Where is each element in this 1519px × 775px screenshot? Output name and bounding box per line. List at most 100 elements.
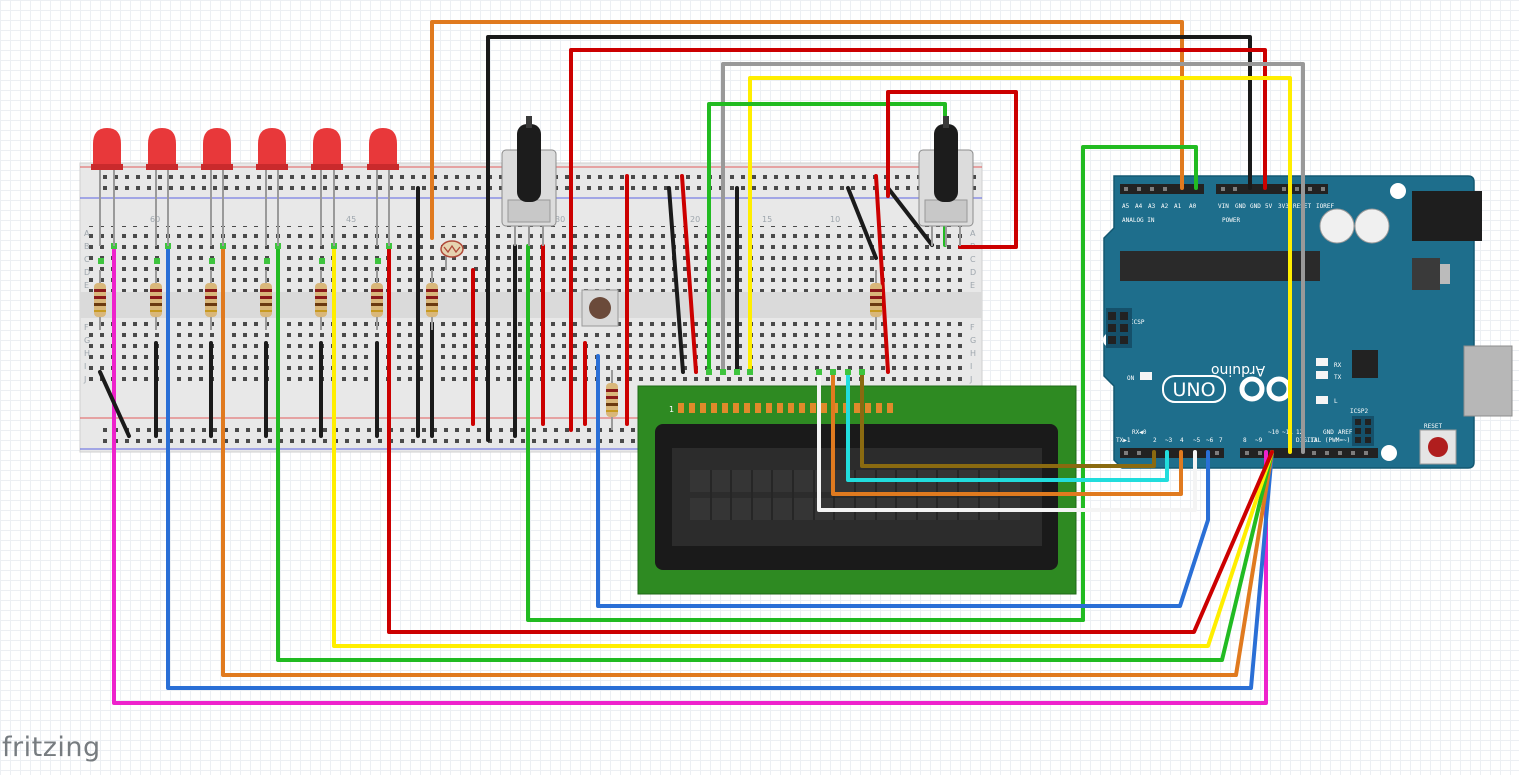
pin-label-gnd-digital: GND <box>1323 429 1334 436</box>
pin-label-d6: ~6 <box>1206 437 1214 444</box>
resistors <box>94 270 882 430</box>
pin-label-a3: A3 <box>1148 203 1156 210</box>
push-button[interactable] <box>581 289 619 327</box>
pin-label-3v3: 3V3 <box>1278 203 1289 210</box>
on-label: ON <box>1127 375 1135 382</box>
jumper-black-13 <box>886 186 934 247</box>
wire-blue-button <box>596 354 1210 608</box>
row-label-e: E <box>84 281 89 290</box>
pin-label-d10: ~10 <box>1268 429 1279 436</box>
icsp2-label: ICSP2 <box>1350 408 1368 415</box>
row-label-right-j: J <box>969 375 972 384</box>
col-label-15: 15 <box>762 215 772 224</box>
jumper-black-1 <box>98 370 131 438</box>
resistor-6 <box>371 270 383 330</box>
pin-label-gnd-2: GND <box>1250 203 1261 210</box>
row-label-right-d: D <box>970 268 976 277</box>
uno-logo: UNO <box>1172 379 1215 401</box>
row-label-h: H <box>84 349 90 358</box>
reset-button[interactable] <box>1428 437 1448 457</box>
resistor-9 <box>606 370 618 430</box>
row-label-a: A <box>84 229 90 238</box>
wire-cyan-d3 <box>846 370 1169 482</box>
col-label-45: 45 <box>346 215 356 224</box>
wire-green-a0 <box>1081 145 1198 622</box>
wire-orange-ldr-a1 <box>430 20 1184 240</box>
analog-in-label: ANALOG IN <box>1122 217 1155 224</box>
resistor-7 <box>426 270 438 330</box>
row-label-right-h: H <box>970 349 976 358</box>
capacitor-1 <box>1319 208 1355 244</box>
pin-label-d3: ~3 <box>1165 437 1173 444</box>
wire-red-pot2 <box>886 90 1018 249</box>
arduino-uno-board: ANALOG IN POWER DIGITAL (PWM=~) ICSP ICS… <box>1103 175 1513 469</box>
pin-label-a5: A5 <box>1122 203 1130 210</box>
usb-connector <box>1463 345 1513 417</box>
pin-label-rx: RX◀0 <box>1132 429 1147 436</box>
pin-label-5v: 5V <box>1265 203 1273 210</box>
led-5 <box>311 128 343 246</box>
row-label-i: I <box>84 362 86 371</box>
pin-label-d13: 13 <box>1310 437 1318 444</box>
wire-black-gnd <box>486 35 1252 442</box>
row-label-right-c: C <box>970 255 976 264</box>
row-label-right-e: E <box>970 281 975 290</box>
pin-label-d2: 2 <box>1153 437 1157 444</box>
resistor-2 <box>150 270 162 330</box>
pin-label-d8: 8 <box>1243 437 1247 444</box>
row-label-b: B <box>84 242 90 251</box>
jumper-black-10 <box>667 186 685 374</box>
col-label-10: 10 <box>830 215 840 224</box>
row-label-j: J <box>83 375 86 384</box>
led-2 <box>146 128 178 246</box>
wire-white-d5 <box>817 370 1197 512</box>
led-3 <box>201 128 233 246</box>
row-label-right-i: I <box>970 362 972 371</box>
wire-red-5v <box>569 48 1267 432</box>
wire-orange-led3 <box>221 244 1274 677</box>
pin-label-a4: A4 <box>1135 203 1143 210</box>
pin-label-ioref: IOREF <box>1316 203 1334 210</box>
resistor-3 <box>205 270 217 330</box>
pin-label-d5: ~5 <box>1193 437 1201 444</box>
col-label-20: 20 <box>690 215 700 224</box>
led-1 <box>91 128 123 246</box>
lcd-pin1-label: 1 <box>669 405 674 414</box>
wire-green-pot1 <box>526 244 1085 622</box>
jumper-black-12 <box>846 186 878 260</box>
tx-label: TX <box>1334 374 1342 381</box>
pin-label-d12: 12 <box>1296 429 1304 436</box>
pin-label-a2: A2 <box>1161 203 1169 210</box>
resistor-4 <box>260 270 272 330</box>
pin-label-d4: 4 <box>1180 437 1184 444</box>
pin-label-d7: 7 <box>1219 437 1223 444</box>
resistor-5 <box>315 270 327 330</box>
row-label-right-f: F <box>970 323 975 332</box>
uno-logo-frame <box>1162 375 1226 403</box>
wire-gray-d12 <box>721 62 1305 454</box>
led-6 <box>367 128 399 246</box>
pin-label-vin: VIN <box>1218 203 1229 210</box>
row-label-d: D <box>84 268 90 277</box>
col-label-30: 30 <box>555 215 565 224</box>
power-label: POWER <box>1222 217 1240 224</box>
photoresistor <box>440 240 464 270</box>
resistor-1 <box>94 270 106 330</box>
digital-label: DIGITAL (PWM=~) <box>1296 437 1350 444</box>
led-4 <box>256 128 288 246</box>
potentiometer-1[interactable] <box>501 116 557 246</box>
arduino-brand-text: Arduino <box>1211 362 1265 378</box>
pin-label-d11: ~11 <box>1282 429 1293 436</box>
jumper-red-5 <box>680 174 698 374</box>
l-label: L <box>1334 398 1338 405</box>
potentiometer-2[interactable] <box>918 116 974 246</box>
jumper-red-6 <box>874 174 890 374</box>
row-label-c: C <box>84 255 90 264</box>
wire-magenta-led1 <box>112 244 1268 705</box>
pin-label-d9: ~9 <box>1255 437 1263 444</box>
wire-brown-d2 <box>860 370 1156 468</box>
row-label-f: F <box>84 323 89 332</box>
pin-label-a1: A1 <box>1174 203 1182 210</box>
atmega-chip <box>1120 251 1320 281</box>
